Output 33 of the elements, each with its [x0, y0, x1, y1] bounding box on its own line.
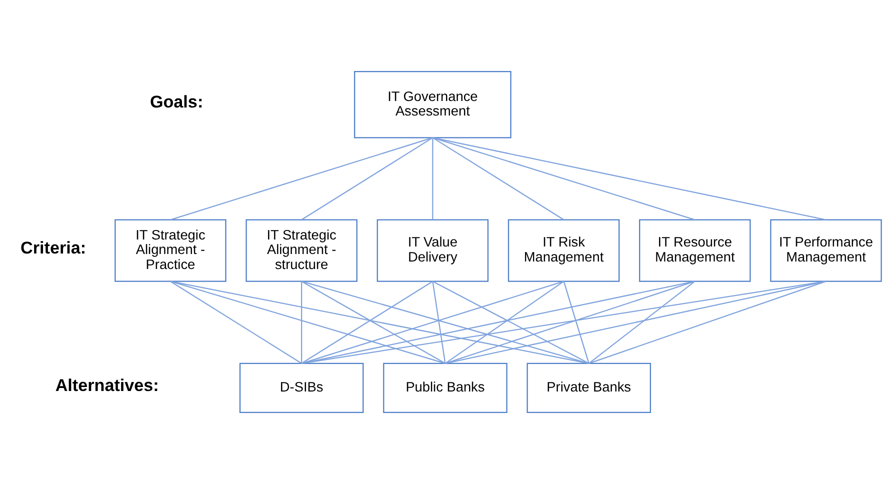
- node-box: Private Banks: [526, 362, 651, 412]
- connector: [170, 280, 302, 364]
- connector: [432, 137, 434, 220]
- connector: [301, 280, 696, 364]
- connector: [432, 136, 696, 220]
- connector: [432, 280, 446, 363]
- label: Alternatives:: [55, 375, 159, 394]
- node-box: Public Banks: [383, 362, 508, 412]
- node-box: IT Governance Assessment: [354, 70, 512, 138]
- label: Criteria:: [20, 238, 86, 257]
- connector: [170, 280, 446, 364]
- connector: [563, 280, 590, 364]
- node-box: IT Strategic Alignment - Practice: [114, 218, 226, 282]
- connector: [170, 136, 433, 220]
- node-box: IT Risk Management: [508, 218, 620, 282]
- connector: [170, 280, 589, 364]
- connector: [432, 136, 826, 220]
- node-box: IT Performance Management: [770, 218, 882, 282]
- connector: [301, 280, 302, 363]
- connector: [588, 280, 696, 364]
- connector: [588, 280, 826, 364]
- connector: [445, 280, 696, 364]
- node-box: IT Strategic Alignment - structure: [246, 218, 358, 282]
- connector: [445, 280, 826, 364]
- connector: [444, 280, 564, 364]
- node-box: D-SIBs: [239, 362, 364, 412]
- connector: [432, 136, 564, 220]
- label: Goals:: [150, 92, 204, 111]
- connector: [432, 280, 590, 364]
- node-box: IT Value Delivery: [376, 218, 489, 282]
- connector: [301, 136, 433, 220]
- connector: [301, 280, 826, 364]
- node-box: IT Resource Management: [639, 218, 751, 282]
